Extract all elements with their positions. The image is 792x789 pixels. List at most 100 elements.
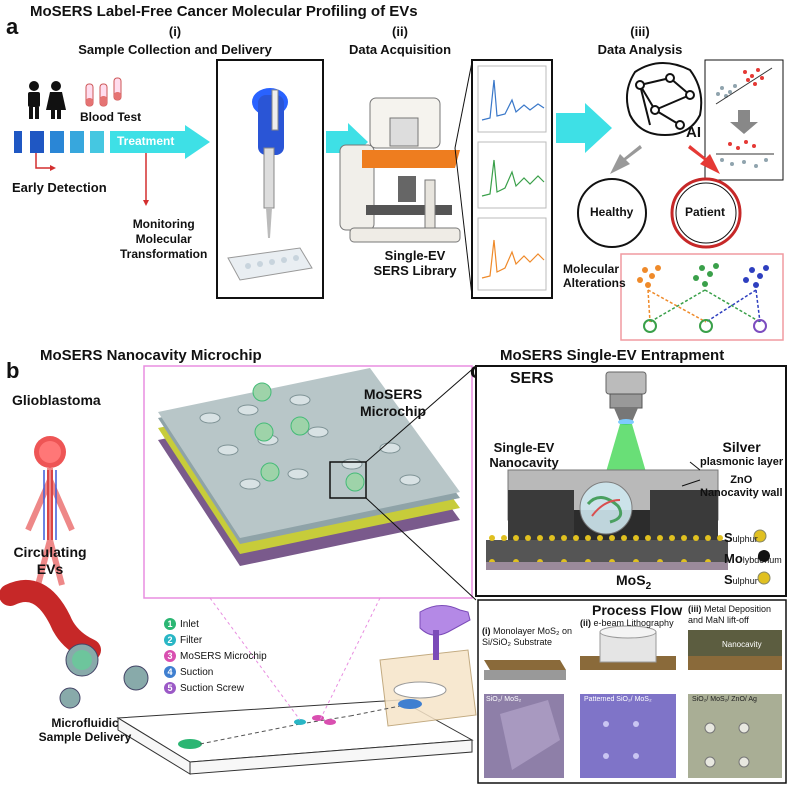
timeline-blocks: [14, 125, 210, 159]
step2-label: Data Acquisition: [348, 42, 452, 57]
atom-2-rest: ulphur: [732, 576, 758, 586]
step2-num: (ii): [392, 24, 408, 39]
zno-line-2: Nanocavity wall: [700, 487, 783, 499]
legend-label: Filter: [180, 635, 203, 646]
step-2-num: (ii): [580, 618, 591, 628]
treatment-label: Treatment: [117, 134, 175, 148]
process-step-3-label: (iii) Metal Deposition and MaN lift-off: [688, 604, 782, 626]
library-label: Single-EV SERS Library: [365, 248, 465, 278]
library-line-1: Single-EV: [384, 248, 446, 263]
circulating-label: Circulating EVs: [10, 544, 90, 578]
molecular-alterations-label: Molecular Alterations: [563, 262, 626, 290]
nanocavity-tag: Nanocavity: [722, 640, 762, 649]
monitoring-line-1: Monitoring: [132, 217, 195, 231]
legend-item-2: 2 Filter: [164, 634, 254, 650]
atom-2-big: S: [724, 572, 733, 587]
step-1-img-label: SiO₂/ MoS₂: [486, 696, 522, 703]
mos2-label: MoS2: [616, 572, 651, 592]
silver-line-1: Silver: [722, 439, 761, 455]
blood-test-label: Blood Test: [80, 110, 142, 124]
library-line-2: SERS Library: [373, 263, 457, 278]
atom-molybdenum: Molybdenum: [724, 549, 782, 570]
legend-label: Suction: [180, 667, 214, 678]
delivery-line-1: Microfluidic: [51, 716, 119, 730]
step3-label: Data Analysis: [597, 42, 683, 57]
step3-num: (iii): [630, 24, 650, 39]
silver-label: Silver plasmonic layer: [700, 440, 783, 470]
panel-c-letter: c: [470, 358, 483, 383]
mol-alt-line-2: Alterations: [563, 276, 626, 290]
legend-item-4: 4 Suction: [164, 666, 254, 682]
delivery-label: Microfluidic Sample Delivery: [30, 716, 140, 744]
silver-line-2: plasmonic layer: [700, 456, 784, 468]
healthy-label: Healthy: [590, 205, 634, 219]
legend-label: Suction Screw: [180, 683, 244, 694]
atom-sulphur-top: Sulphur: [724, 528, 782, 549]
atom-1-big: Mo: [724, 551, 743, 566]
panel-a-title: MoSERS Label-Free Cancer Molecular Profi…: [30, 3, 418, 20]
panel-a-letter: a: [6, 14, 19, 39]
ai-label: AI: [686, 124, 701, 141]
monitoring-label: Monitoring Molecular Transformation: [120, 217, 207, 262]
legend-number-icon: 4: [164, 666, 176, 679]
nanocavity-line-1: Single-EV: [493, 440, 555, 455]
sers-label: SERS: [510, 370, 554, 387]
zno-line-1: ZnO: [730, 474, 753, 486]
process-flow-title: Process Flow: [592, 602, 683, 618]
laser-beam: [592, 424, 660, 520]
legend-label: MoSERS Microchip: [180, 651, 267, 662]
pipette-image: [227, 88, 313, 281]
nanocavity-label: Single-EV Nanocavity: [486, 440, 562, 470]
zno-label: ZnO Nanocavity wall: [700, 474, 783, 500]
step-3-text: Metal Deposition and MaN lift-off: [688, 604, 772, 625]
blood-vessel-image: [0, 580, 149, 709]
microchip-line-1: MoSERS: [363, 386, 423, 402]
process-step-1-image: [484, 660, 566, 778]
step-1-num: (i): [482, 626, 491, 636]
panel-b-title: MoSERS Nanocavity Microchip: [40, 347, 262, 364]
legend-label: Inlet: [180, 619, 199, 630]
arrow-1: [326, 123, 368, 161]
mos2-text: MoS: [616, 572, 646, 588]
circulating-line-1: Circulating: [13, 544, 87, 560]
step-2-img-label: Patterned SiO₂/ MoS₂: [584, 696, 652, 703]
glioblastoma-label: Glioblastoma: [12, 392, 101, 408]
step1-num: (i): [168, 24, 182, 39]
mol-alt-line-1: Molecular: [563, 262, 620, 276]
panel-c-title: MoSERS Single-EV Entrapment: [500, 347, 725, 364]
legend-item-5: 5 Suction Screw: [164, 682, 254, 698]
atom-0-big: S: [724, 530, 733, 545]
atom-0-rest: ulphur: [732, 534, 758, 544]
panel-b-letter: b: [6, 358, 20, 383]
mos2-sub: 2: [645, 580, 652, 592]
delivery-line-2: Sample Delivery: [38, 730, 132, 744]
step-1-text: Monolayer MoS₂ on Si/SiO₂ Substrate: [482, 626, 573, 647]
patient-label: Patient: [685, 205, 726, 219]
legend-item-3: 3 MoSERS Microchip: [164, 650, 267, 666]
microchip-line-2: Microchip: [359, 403, 427, 419]
arrow-healthy: [610, 145, 642, 174]
spectra-plots: [477, 65, 547, 291]
step-2-text: e-beam Lithography: [593, 618, 674, 628]
classification-scatter: [715, 67, 774, 168]
woman-icon: [46, 81, 66, 119]
legend-number-icon: 5: [164, 682, 176, 695]
step-3-num: (iii): [688, 604, 702, 614]
process-step-2-label: (ii) e-beam Lithography: [580, 618, 678, 629]
circulating-line-2: EVs: [36, 561, 64, 577]
early-detection-label: Early Detection: [12, 180, 107, 195]
objective-lens-image: [605, 371, 647, 425]
nanocavity-line-2: Nanocavity: [489, 455, 559, 470]
molecular-alterations-network: [637, 263, 769, 333]
monitoring-line-3: Transformation: [120, 247, 208, 261]
atom-sulphur-bottom: Sulphur: [724, 570, 782, 591]
man-icon: [28, 81, 40, 119]
atom-1-rest: lybdenum: [742, 555, 782, 565]
ev-sphere: [579, 481, 633, 535]
legend-number-icon: 3: [164, 650, 176, 663]
process-step-3-image: [688, 630, 782, 778]
step-3-img-label: SiO₂/ MoS₂/ ZnO/ Ag: [692, 696, 757, 703]
legend-number-icon: 2: [164, 634, 176, 647]
